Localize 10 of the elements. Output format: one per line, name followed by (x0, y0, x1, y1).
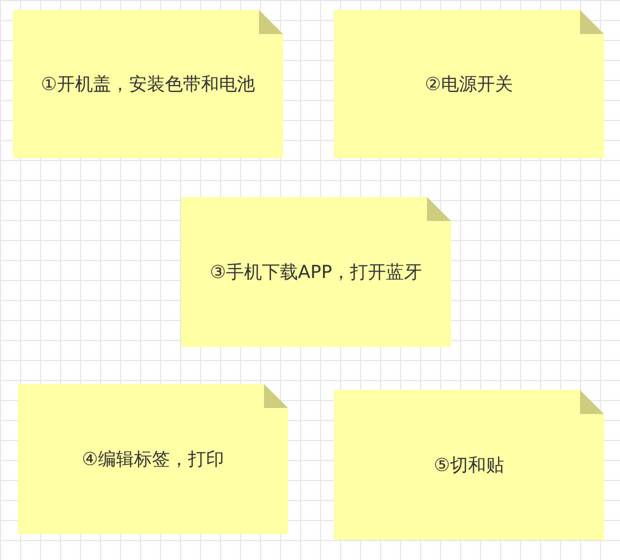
sticky-note (13, 10, 283, 158)
sticky-note (334, 390, 604, 540)
sticky-note (18, 384, 288, 534)
sticky-note (334, 10, 604, 158)
note-text: ③手机下载APP，打开蓝牙 (208, 261, 424, 284)
note-text: ④编辑标签，打印 (80, 448, 226, 471)
note-text: ②电源开关 (424, 73, 514, 96)
sticky-note (181, 197, 451, 347)
note-text: ①开机盖，安装色带和电池 (40, 73, 256, 96)
note-text: ⑤切和贴 (432, 454, 506, 477)
